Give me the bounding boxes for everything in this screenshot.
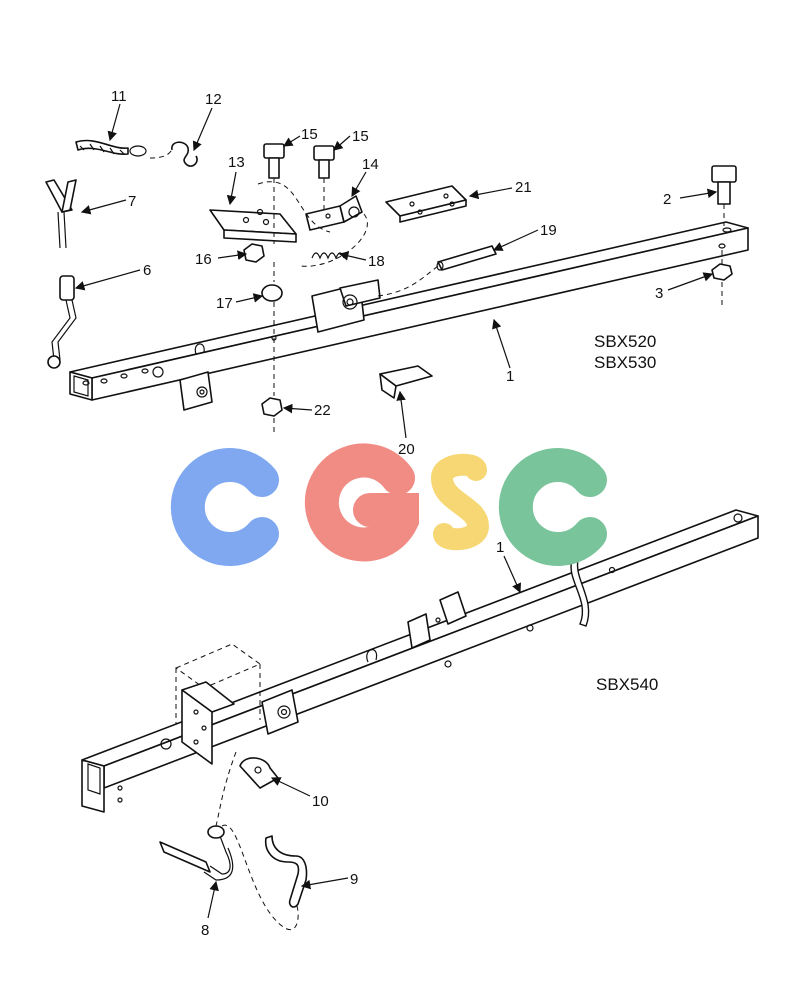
upper-hook (194, 343, 205, 355)
callout-8: 8 (201, 922, 209, 939)
callout-20: 20 (398, 441, 415, 458)
callout-16: 16 (195, 251, 212, 268)
callouts-upper: 11 12 15 15 13 14 7 21 2 19 6 16 18 3 17… (111, 88, 671, 458)
pin-8 (159, 825, 234, 881)
bolts-15 (263, 143, 335, 179)
upper-frame-assembly (45, 139, 749, 432)
model-label-sbx530: SBX530 (594, 353, 656, 372)
rope-cable (75, 139, 147, 157)
clamp-10 (239, 757, 279, 789)
callout-15-a: 15 (301, 126, 318, 143)
callout-18: 18 (368, 253, 385, 270)
callout-22: 22 (314, 402, 331, 419)
callout-7: 7 (128, 193, 136, 210)
callout-15-b: 15 (352, 128, 369, 145)
callout-1-lower: 1 (496, 539, 504, 556)
lower-upright-brackets (407, 591, 467, 649)
model-label-sbx520: SBX520 (594, 332, 656, 351)
nut-3 (711, 263, 733, 281)
model-label-sbx540: SBX540 (596, 675, 658, 694)
cgsc-watermark (170, 443, 607, 566)
plate-21 (385, 185, 467, 223)
callout-11: 11 (111, 88, 127, 105)
callout-10: 10 (312, 793, 329, 810)
watermark-letter-c2 (498, 448, 607, 566)
nut-22 (261, 397, 283, 417)
watermark-letter-c1 (170, 448, 279, 566)
bushing-17 (261, 284, 283, 302)
callout-19: 19 (540, 222, 557, 239)
s-hook (171, 141, 198, 167)
callout-6: 6 (143, 262, 151, 279)
upper-side-bracket (179, 371, 213, 411)
bracket-14 (305, 195, 363, 231)
clip-bracket-20 (379, 365, 433, 399)
upper-beam (69, 221, 749, 401)
lower-hook (366, 649, 378, 663)
lever-handle (45, 179, 77, 369)
lower-beam (81, 509, 759, 813)
watermark-letter-g (304, 443, 419, 562)
lower-side-bracket (261, 689, 299, 735)
lower-frame-assembly (81, 509, 759, 930)
callout-2: 2 (663, 191, 671, 208)
watermark-letter-s (430, 453, 490, 551)
callout-21: 21 (515, 179, 532, 196)
nut-16 (243, 243, 265, 263)
hairpin-9 (264, 835, 308, 908)
leader-lines (74, 103, 718, 919)
callouts-lower: 1 10 9 8 (201, 539, 504, 939)
callout-14: 14 (362, 156, 379, 173)
lower-mount-plate (181, 681, 235, 765)
bolt-2 (711, 165, 737, 205)
center-pivot-bracket (311, 279, 381, 333)
spring-18 (311, 252, 345, 260)
callout-13: 13 (228, 154, 245, 171)
callout-1-upper: 1 (506, 368, 514, 385)
callout-12: 12 (205, 91, 222, 108)
link-plate (209, 208, 297, 243)
pin-19 (436, 245, 497, 271)
callout-17: 17 (216, 295, 233, 312)
callout-9: 9 (350, 871, 358, 888)
beam-break-mark (570, 559, 590, 627)
callout-3: 3 (655, 285, 663, 302)
